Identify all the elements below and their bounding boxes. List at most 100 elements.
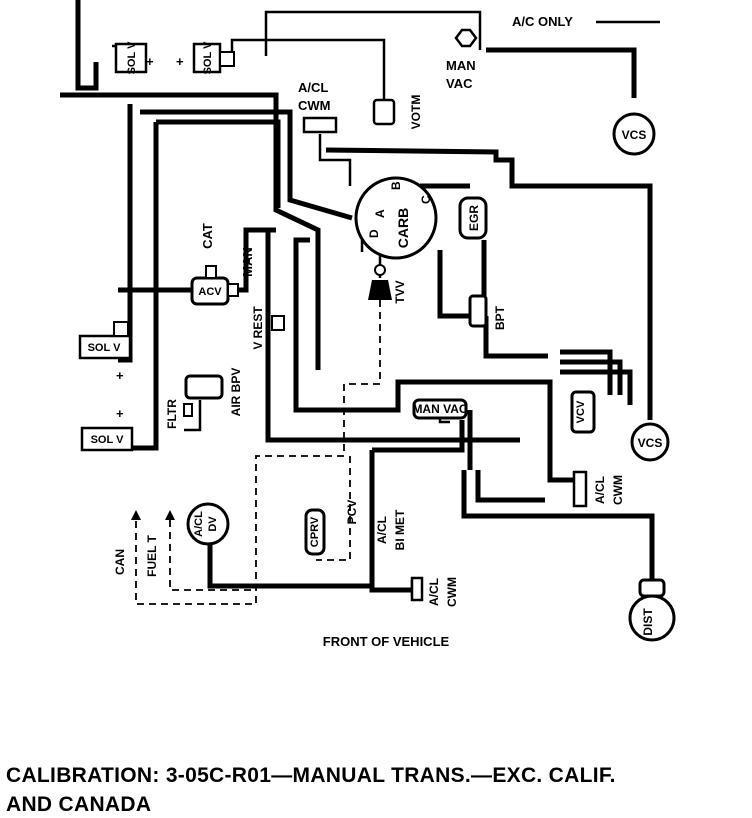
distributor: DIST xyxy=(628,578,676,642)
can-label: CAN xyxy=(113,549,127,575)
hose-vcv-1 xyxy=(560,349,613,395)
bpt-valve: BPT xyxy=(468,294,507,330)
hose-dv xyxy=(207,545,372,589)
man-vac-mid-fitting: MAN VAC xyxy=(412,398,468,420)
v-rest-label: V REST xyxy=(251,306,265,350)
acl-dv: A/CL DV xyxy=(186,502,230,546)
sol-v-left-low-label: SOL V xyxy=(91,434,124,446)
acl-dv-label-2: DV xyxy=(207,516,219,532)
acl-cwm-right-label-1: A/CL xyxy=(593,476,607,504)
acl-cwm-top-label-1: A/CL xyxy=(298,80,328,95)
sol-v-top-2: SOL V xyxy=(192,41,235,74)
acl-cwm-top-label-2: CWM xyxy=(298,98,331,113)
carb-port-c: C xyxy=(419,195,433,204)
hose-vcv-2 xyxy=(560,359,623,395)
hose-top-left xyxy=(75,0,99,91)
sol-v-top-1-label: SOL V xyxy=(126,41,138,74)
carb-port-a: A xyxy=(373,209,387,218)
sol-v-top-2-label: SOL V xyxy=(202,41,214,74)
cat-label: CAT xyxy=(200,223,215,249)
acl-cwm-bottom-label-1: A/CL xyxy=(427,578,441,606)
hose-bpt-down xyxy=(483,316,548,359)
hose-lower-run-2 xyxy=(265,230,520,443)
hose-lower-run-3 xyxy=(293,237,310,402)
acl-bimet-label-1: A/CL xyxy=(375,516,389,544)
ac-only-label: A/C ONLY xyxy=(512,14,573,29)
hose-fltr xyxy=(184,400,202,432)
carb-port-d: D xyxy=(367,229,381,238)
hose-lower-run-1 xyxy=(293,379,553,440)
plus-sign-2: + xyxy=(176,54,184,69)
man-vac-top-label-2: VAC xyxy=(446,76,473,91)
hose-main-loop xyxy=(60,92,321,370)
egr-label: EGR xyxy=(467,205,481,231)
air-bpv-label: AIR BPV xyxy=(229,368,243,417)
vcs-right-label: VCS xyxy=(638,436,663,450)
hose-top-thin xyxy=(264,10,482,56)
plus-sign-4: + xyxy=(116,406,124,421)
fuel-t-label: FUEL T xyxy=(145,534,159,576)
vcs-right: VCS xyxy=(630,422,670,462)
sol-v-left-mid: SOL V xyxy=(78,321,132,360)
hose-cwm-top xyxy=(318,134,352,186)
votm-valve: VOTM xyxy=(372,95,423,130)
can-fuel-arrows xyxy=(131,510,175,520)
man-vac-top-fitting: MAN VAC xyxy=(446,28,478,91)
man-vac-mid-label: MAN VAC xyxy=(412,402,467,416)
hose-bpt xyxy=(437,250,470,319)
tvv-valve: TVV xyxy=(368,264,407,304)
sol-v-top-1: SOL V xyxy=(114,41,148,74)
acv-label: ACV xyxy=(198,286,222,298)
hose-carb-right xyxy=(325,147,653,420)
dash-cprv xyxy=(316,456,351,561)
sol-v-left-mid-label: SOL V xyxy=(88,342,121,354)
hose-right-cwm xyxy=(547,440,574,483)
sol-v-left-low: SOL V xyxy=(80,426,134,452)
acl-cwm-right-label-2: CWM xyxy=(611,475,625,505)
plus-sign-3: + xyxy=(116,368,124,383)
acl-bimet-label-2: BI MET xyxy=(393,509,407,550)
vacuum-lines xyxy=(60,0,655,593)
votm-label: VOTM xyxy=(409,95,423,130)
cprv-label: CPRV xyxy=(309,516,321,547)
hose-left-inner-1 xyxy=(140,109,353,221)
hose-left-inner-2 xyxy=(130,122,159,451)
vcs-top: VCS xyxy=(612,112,656,156)
hose-bimet-down xyxy=(369,450,412,593)
hose-cwm-right xyxy=(475,470,545,503)
hose-bimet xyxy=(372,420,465,453)
hose-left-inner-3 xyxy=(156,119,281,208)
dash-pcv xyxy=(135,300,381,605)
front-of-vehicle-label: FRONT OF VEHICLE xyxy=(323,634,450,649)
vcv-valve: VCV xyxy=(570,390,596,434)
hose-vcv-3 xyxy=(560,369,633,405)
acl-cwm-bottom: A/CL CWM xyxy=(410,576,459,607)
air-bpv-valve: AIR BPV xyxy=(184,368,243,417)
v-rest-restrictor: V REST xyxy=(251,306,285,350)
dist-label: DIST xyxy=(641,608,655,636)
hose-acv-right xyxy=(238,227,276,293)
hose-left-outer xyxy=(118,104,133,363)
acl-cwm-top: A/CL CWM xyxy=(298,80,338,134)
man-label: MAN xyxy=(240,247,255,277)
acl-cwm-right: A/CL CWM xyxy=(572,470,625,508)
bpt-label: BPT xyxy=(493,305,507,330)
dashed-lines xyxy=(135,300,653,605)
carburetor: CARB D A B C xyxy=(354,176,438,260)
filter: FLTR xyxy=(165,399,193,429)
vcv-label: VCV xyxy=(575,400,587,423)
dash-can xyxy=(169,520,252,591)
fltr-label: FLTR xyxy=(165,399,179,429)
calibration-caption-line2: AND CANADA xyxy=(6,793,152,816)
egr-valve: EGR xyxy=(458,196,488,240)
tvv-label: TVV xyxy=(393,280,407,303)
hose-top-right xyxy=(486,47,637,98)
plus-sign-1: + xyxy=(146,54,154,69)
man-vac-top-label-1: MAN xyxy=(446,58,476,73)
vcs-top-label: VCS xyxy=(622,128,647,142)
calibration-caption-line1: CALIBRATION: 3-05C-R01—MANUAL TRANS.—EXC… xyxy=(6,764,616,787)
pcv-label: PCV xyxy=(345,500,359,525)
acv-valve: ACV xyxy=(190,265,239,306)
acl-dv-label-1: A/CL xyxy=(193,511,205,537)
